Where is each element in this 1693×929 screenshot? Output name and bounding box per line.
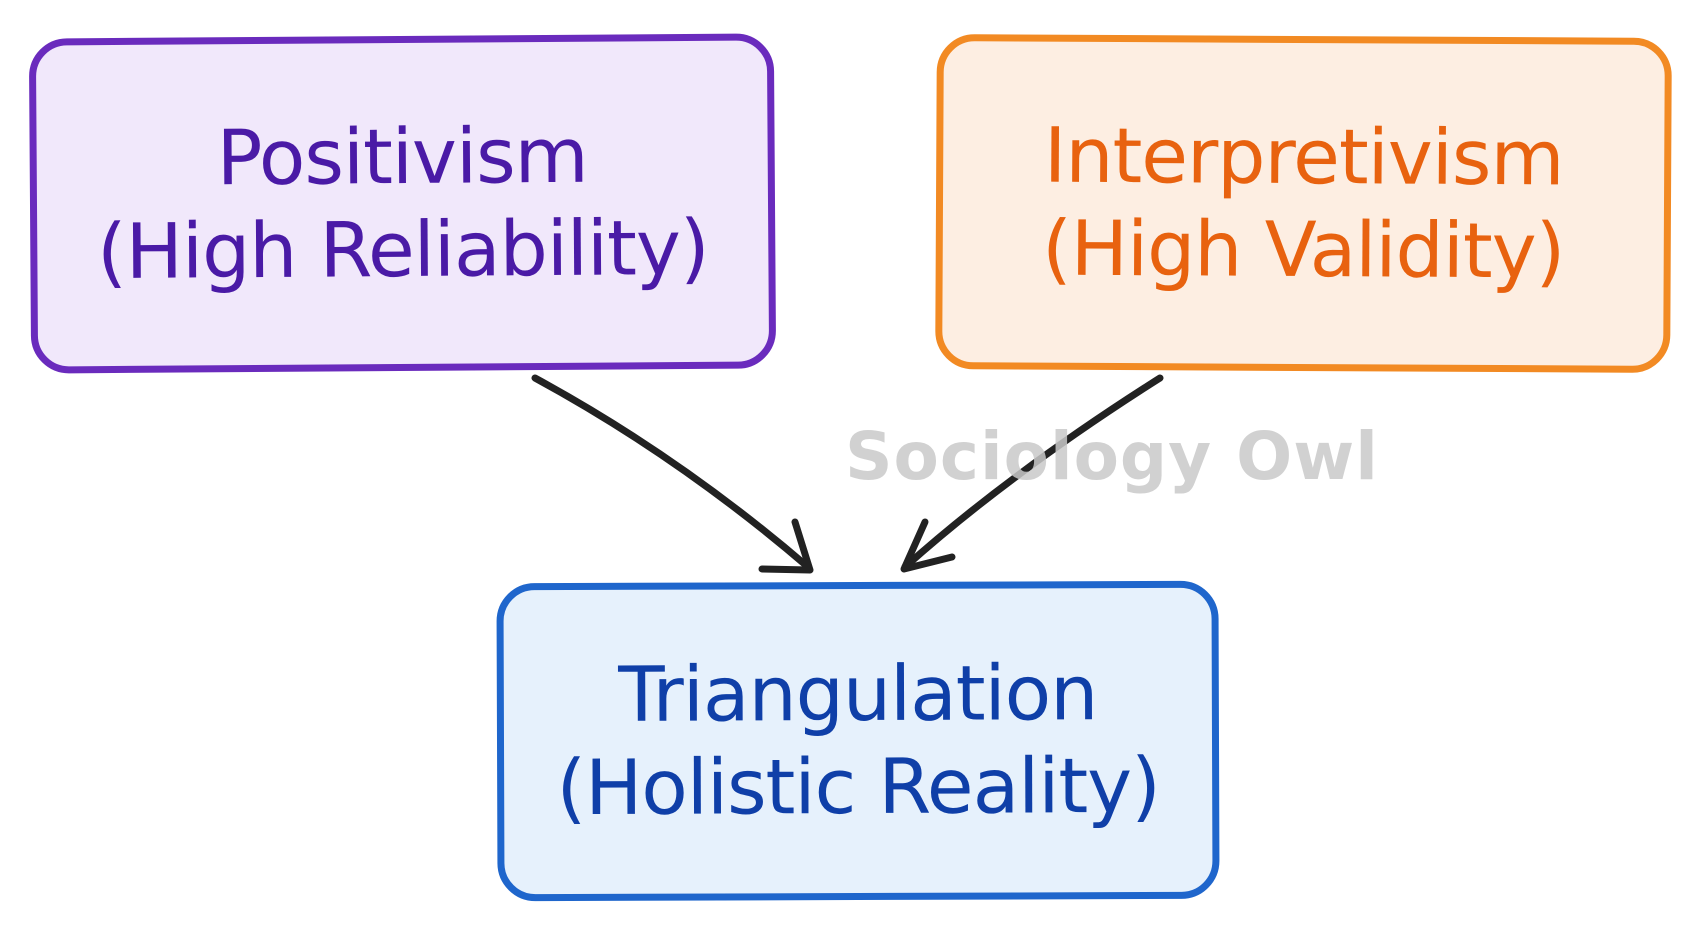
node-positivism-title: Positivism bbox=[216, 110, 588, 203]
node-positivism: Positivism (High Reliability) bbox=[28, 33, 777, 374]
node-triangulation-subtitle: (Holistic Reality) bbox=[556, 740, 1160, 833]
edge-interpretivism-to-triangulation bbox=[901, 374, 1164, 571]
edge-positivism-to-triangulation bbox=[531, 374, 812, 571]
node-interpretivism-subtitle: (High Validity) bbox=[1041, 203, 1565, 295]
arrowhead-positivism bbox=[758, 518, 814, 574]
watermark-text: Sociology Owl bbox=[845, 418, 1379, 495]
node-positivism-subtitle: (High Reliability) bbox=[96, 202, 709, 296]
node-triangulation: Triangulation (Holistic Reality) bbox=[496, 580, 1220, 902]
node-interpretivism: Interpretivism (High Validity) bbox=[935, 34, 1672, 373]
node-interpretivism-title: Interpretivism bbox=[1043, 110, 1564, 203]
node-triangulation-title: Triangulation bbox=[618, 648, 1098, 740]
arrowhead-interpretivism bbox=[900, 518, 956, 573]
